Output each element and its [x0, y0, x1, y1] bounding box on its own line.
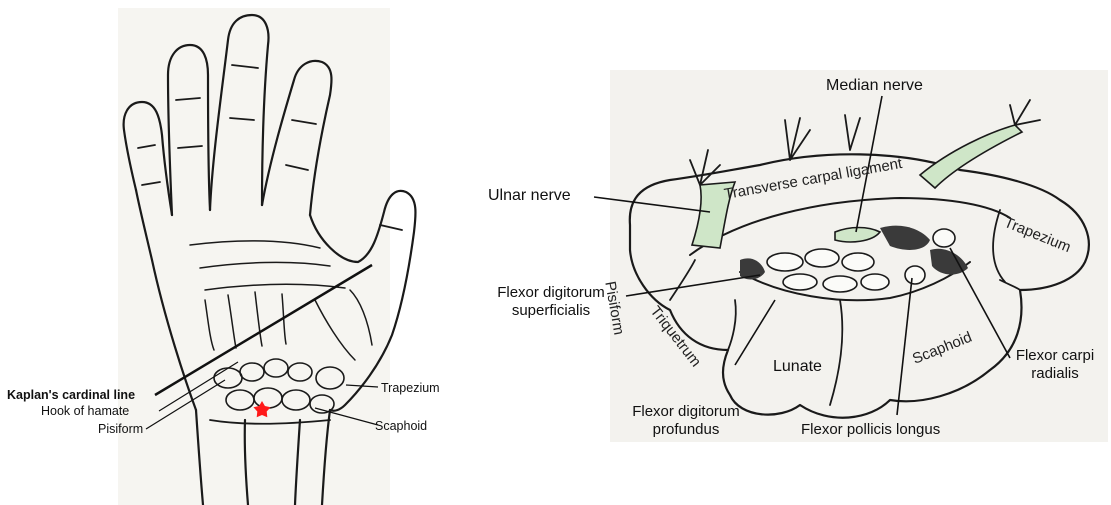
fdp-line-1: Flexor digitorum	[606, 403, 766, 421]
trapezium-boundary	[993, 210, 1005, 282]
label-flexor-carpi-radialis: Flexor carpi radialis	[1000, 347, 1110, 383]
label-flexor-digitorum-profundus: Flexor digitorum profundus	[606, 403, 766, 439]
fds-line-1: Flexor digitorum	[476, 284, 626, 302]
finger-creases	[138, 65, 402, 230]
pisiform-leader	[146, 380, 225, 429]
label-scaphoid-hand: Scaphoid	[375, 419, 427, 433]
pisiform-divider	[670, 260, 695, 300]
hand-drawing	[124, 15, 416, 505]
fdp-leader	[735, 300, 775, 365]
carpal-bones	[214, 359, 344, 413]
fds-line-2: superficialis	[476, 302, 626, 320]
scaphoid-divider	[1000, 280, 1020, 290]
label-median-nerve: Median nerve	[826, 76, 923, 96]
label-kaplan-cardinal-line: Kaplan's cardinal line	[7, 388, 135, 402]
median-nerve-shape	[835, 228, 880, 242]
label-ulnar-nerve: Ulnar nerve	[488, 186, 571, 206]
index-finger	[262, 61, 332, 215]
forearm-ulnar-border	[196, 410, 203, 505]
fdp-line-2: profundus	[606, 421, 766, 439]
fcr-line-1: Flexor carpi	[1000, 347, 1110, 365]
middle-finger	[210, 15, 268, 210]
triquetrum-divider	[728, 300, 736, 350]
fds-leader	[626, 275, 760, 296]
forearm-bone-line	[245, 420, 248, 505]
ring-finger	[168, 45, 210, 215]
label-hook-of-hamate: Hook of hamate	[41, 404, 129, 418]
forearm-bone-line	[295, 420, 300, 505]
label-flexor-pollicis-longus: Flexor pollicis longus	[801, 421, 940, 439]
label-flexor-digitorum-superficialis: Flexor digitorum superficialis	[476, 284, 626, 320]
transverse-carpal-ligament-band	[690, 198, 1010, 255]
scaphoid-leader	[315, 408, 378, 425]
thumb	[310, 191, 416, 411]
palm-creases	[190, 241, 345, 290]
fcr-line-2: radialis	[1000, 365, 1110, 383]
forearm-radial-border	[322, 410, 330, 505]
ulnar-nerve-leader	[594, 197, 710, 212]
little-finger	[124, 102, 172, 215]
label-trapezium-hand: Trapezium	[381, 381, 440, 395]
label-lunate: Lunate	[773, 357, 822, 377]
fpl-leader	[897, 278, 912, 415]
lunate-scaphoid-divider	[830, 300, 842, 405]
label-pisiform-hand: Pisiform	[98, 422, 143, 436]
wrist-crease	[210, 420, 330, 424]
